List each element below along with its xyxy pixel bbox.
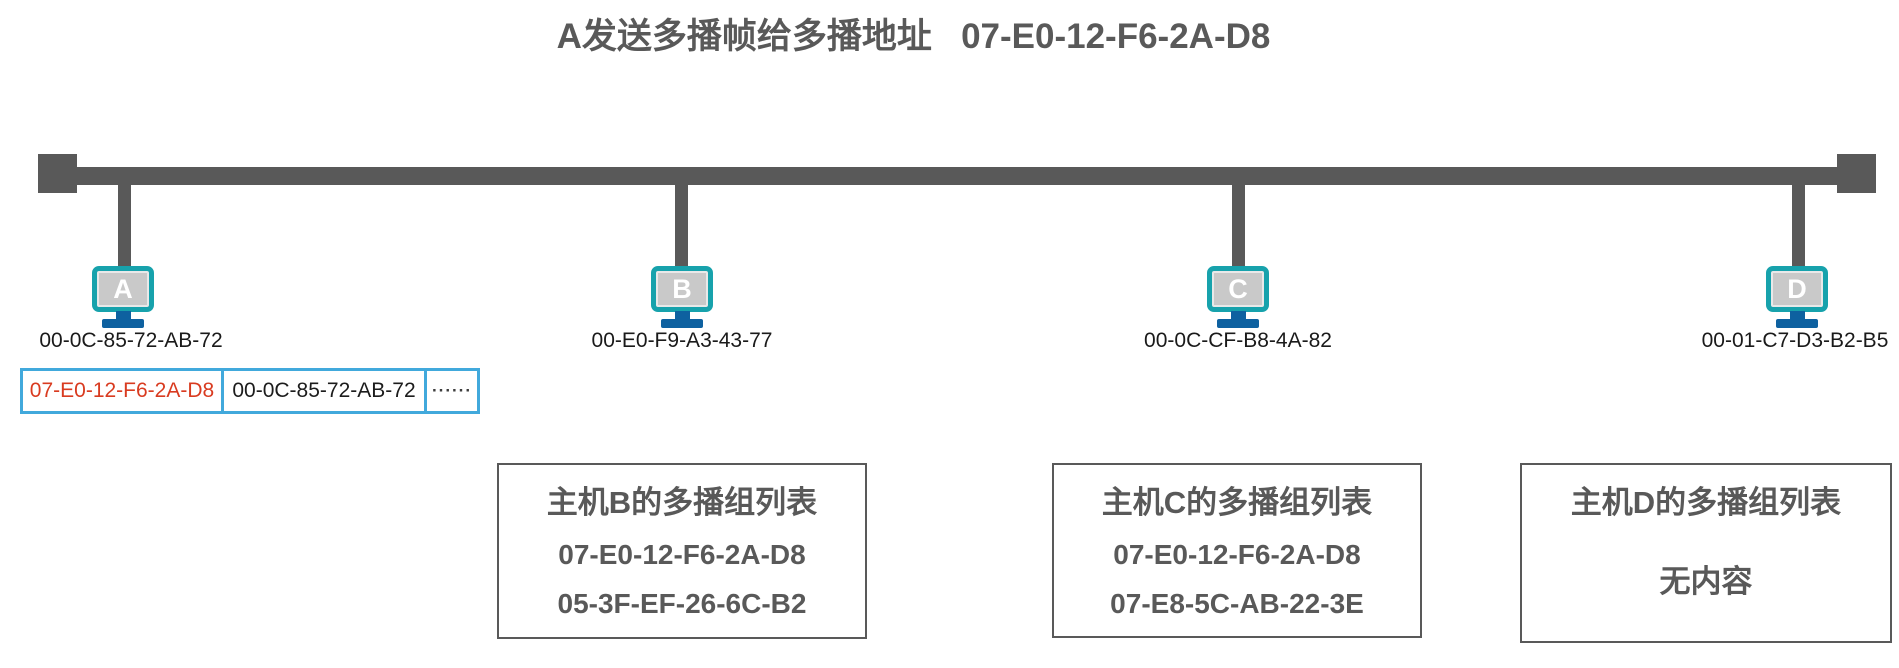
host-a-mac-address: 00-0C-85-72-AB-72 <box>39 329 223 352</box>
host-c-stand-base <box>1217 319 1259 328</box>
bus-terminator-left <box>38 154 77 193</box>
host-d-mac-address: 00-01-C7-D3-B2-B5 <box>1701 329 1889 352</box>
host-d-monitor-icon: D <box>1766 266 1828 312</box>
bus-terminator-right <box>1837 154 1876 193</box>
host-d-stand-base <box>1776 319 1818 328</box>
frame-source-address: 00-0C-85-72-AB-72 <box>221 368 427 414</box>
host-c-stand-neck <box>1231 311 1246 320</box>
host-b-list-title: 主机B的多播组列表 <box>546 485 818 520</box>
host-b-list-entry: 05-3F-EF-26-6C-B2 <box>557 588 807 619</box>
host-c-mac-address: 00-0C-CF-B8-4A-82 <box>1144 329 1332 352</box>
host-d-list-title: 主机D的多播组列表 <box>1570 485 1842 520</box>
host-b-list-entry: 07-E0-12-F6-2A-D8 <box>558 539 806 570</box>
drop-cable-a <box>118 185 131 270</box>
host-a-stand-base <box>102 319 144 328</box>
host-b-mac-address: 00-E0-F9-A3-43-77 <box>591 329 773 352</box>
frame-destination-address: 07-E0-12-F6-2A-D8 <box>20 368 224 414</box>
drop-cable-c <box>1232 185 1245 270</box>
diagram-title: A发送多播帧给多播地址 07-E0-12-F6-2A-D8 <box>556 17 1271 56</box>
ethernet-bus-line <box>38 167 1876 185</box>
host-c-list-title: 主机C的多播组列表 <box>1101 485 1373 520</box>
host-d-multicast-group-list: 主机D的多播组列表 无内容 <box>1520 463 1892 643</box>
host-c-multicast-group-list: 主机C的多播组列表 07-E0-12-F6-2A-D8 07-E8-5C-AB-… <box>1052 463 1422 638</box>
host-b-stand-base <box>661 319 703 328</box>
host-b-monitor-icon: B <box>651 266 713 312</box>
host-a-stand-neck <box>116 311 131 320</box>
host-b-stand-neck <box>675 311 690 320</box>
host-b-multicast-group-list: 主机B的多播组列表 07-E0-12-F6-2A-D8 05-3F-EF-26-… <box>497 463 867 639</box>
host-a-monitor-icon: A <box>92 266 154 312</box>
drop-cable-d <box>1792 185 1805 270</box>
host-d-label: D <box>1787 273 1807 304</box>
host-d-stand-neck <box>1790 311 1805 320</box>
host-c-label: C <box>1228 273 1248 304</box>
host-d-list-empty: 无内容 <box>1659 564 1753 599</box>
host-c-monitor-icon: C <box>1207 266 1269 312</box>
host-c-list-entry: 07-E0-12-F6-2A-D8 <box>1113 539 1361 570</box>
drop-cable-b <box>675 185 688 270</box>
host-b-label: B <box>672 273 692 304</box>
frame-payload-ellipsis: ······ <box>424 368 480 414</box>
host-a-label: A <box>113 273 133 304</box>
multicast-frame: 07-E0-12-F6-2A-D8 00-0C-85-72-AB-72 ····… <box>20 368 480 414</box>
host-c-list-entry: 07-E8-5C-AB-22-3E <box>1110 588 1364 619</box>
